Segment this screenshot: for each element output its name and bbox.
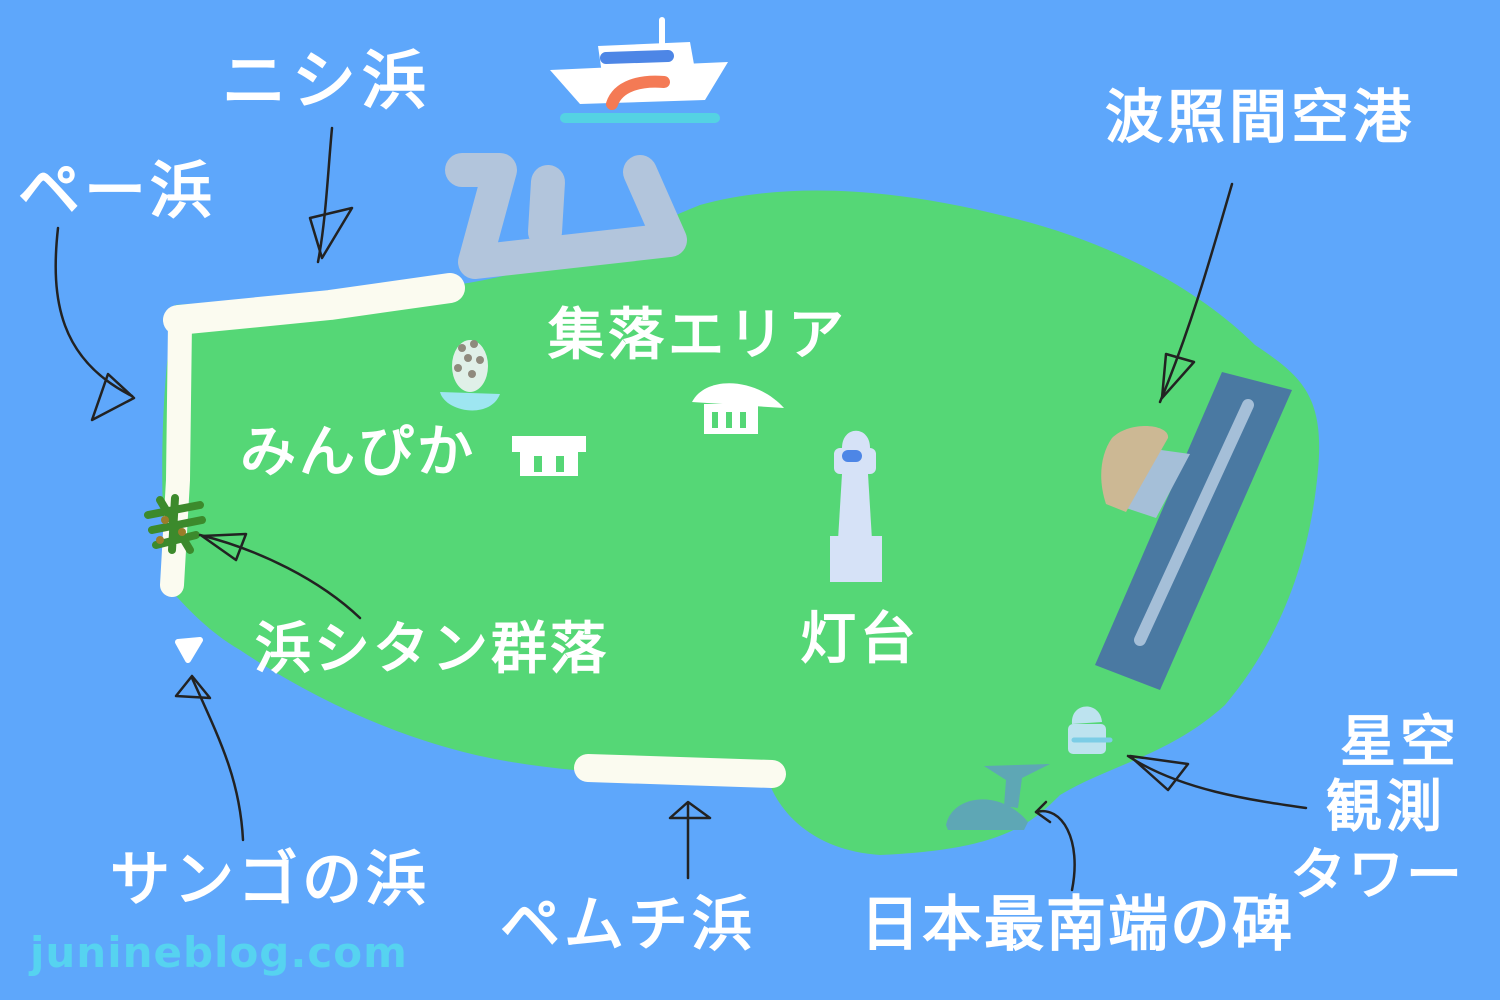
arrow-pe-hama — [54, 226, 136, 422]
label-village-area: 集落エリア — [548, 303, 848, 368]
arrow-monument — [1034, 800, 1076, 892]
label-tower-line1: 星空 — [1340, 710, 1460, 775]
label-pemuchi-hama: ペムチ浜 — [500, 890, 756, 960]
island — [162, 190, 1320, 855]
tree-icon — [144, 494, 206, 554]
arrow-tower — [1126, 754, 1308, 810]
shop-icon — [512, 436, 586, 476]
arrow-sango-hama — [174, 674, 245, 842]
arrow-airport — [1158, 182, 1234, 404]
label-lighthouse: 灯台 — [800, 607, 920, 672]
lighthouse-icon — [830, 430, 882, 582]
label-airport: 波照間空港 — [1105, 83, 1416, 151]
label-sango-hama: サンゴの浜 — [110, 845, 430, 915]
shaved-ice-icon — [440, 340, 500, 411]
label-hamasitan: 浜シタン群落 — [255, 617, 609, 682]
arrow-pemuchi-hama — [668, 800, 712, 880]
label-tower-line3: タワー — [1290, 843, 1464, 908]
label-nishi-hama: ニシ浜 — [222, 45, 432, 119]
pemuchi-hama-beach — [574, 754, 786, 788]
airport-icon — [1095, 372, 1292, 690]
arrow-nishi-hama — [308, 126, 354, 264]
nishi-hama-beach — [163, 273, 465, 335]
watermark: junineblog.com — [30, 928, 408, 977]
sango-hama-beach — [175, 637, 203, 663]
label-minpika: みんぴか — [240, 420, 476, 485]
label-southmost-monument: 日本最南端の碑 — [860, 890, 1294, 960]
label-pe-hama: ペー浜 — [18, 154, 217, 227]
label-tower-line2: 観測 — [1326, 775, 1446, 840]
port-pier-icon — [445, 153, 687, 279]
arrow-hamasitan — [198, 532, 362, 620]
tower-icon — [1068, 706, 1113, 754]
ferry-icon — [550, 17, 728, 123]
monument-icon — [946, 764, 1050, 830]
house-icon — [692, 383, 784, 434]
